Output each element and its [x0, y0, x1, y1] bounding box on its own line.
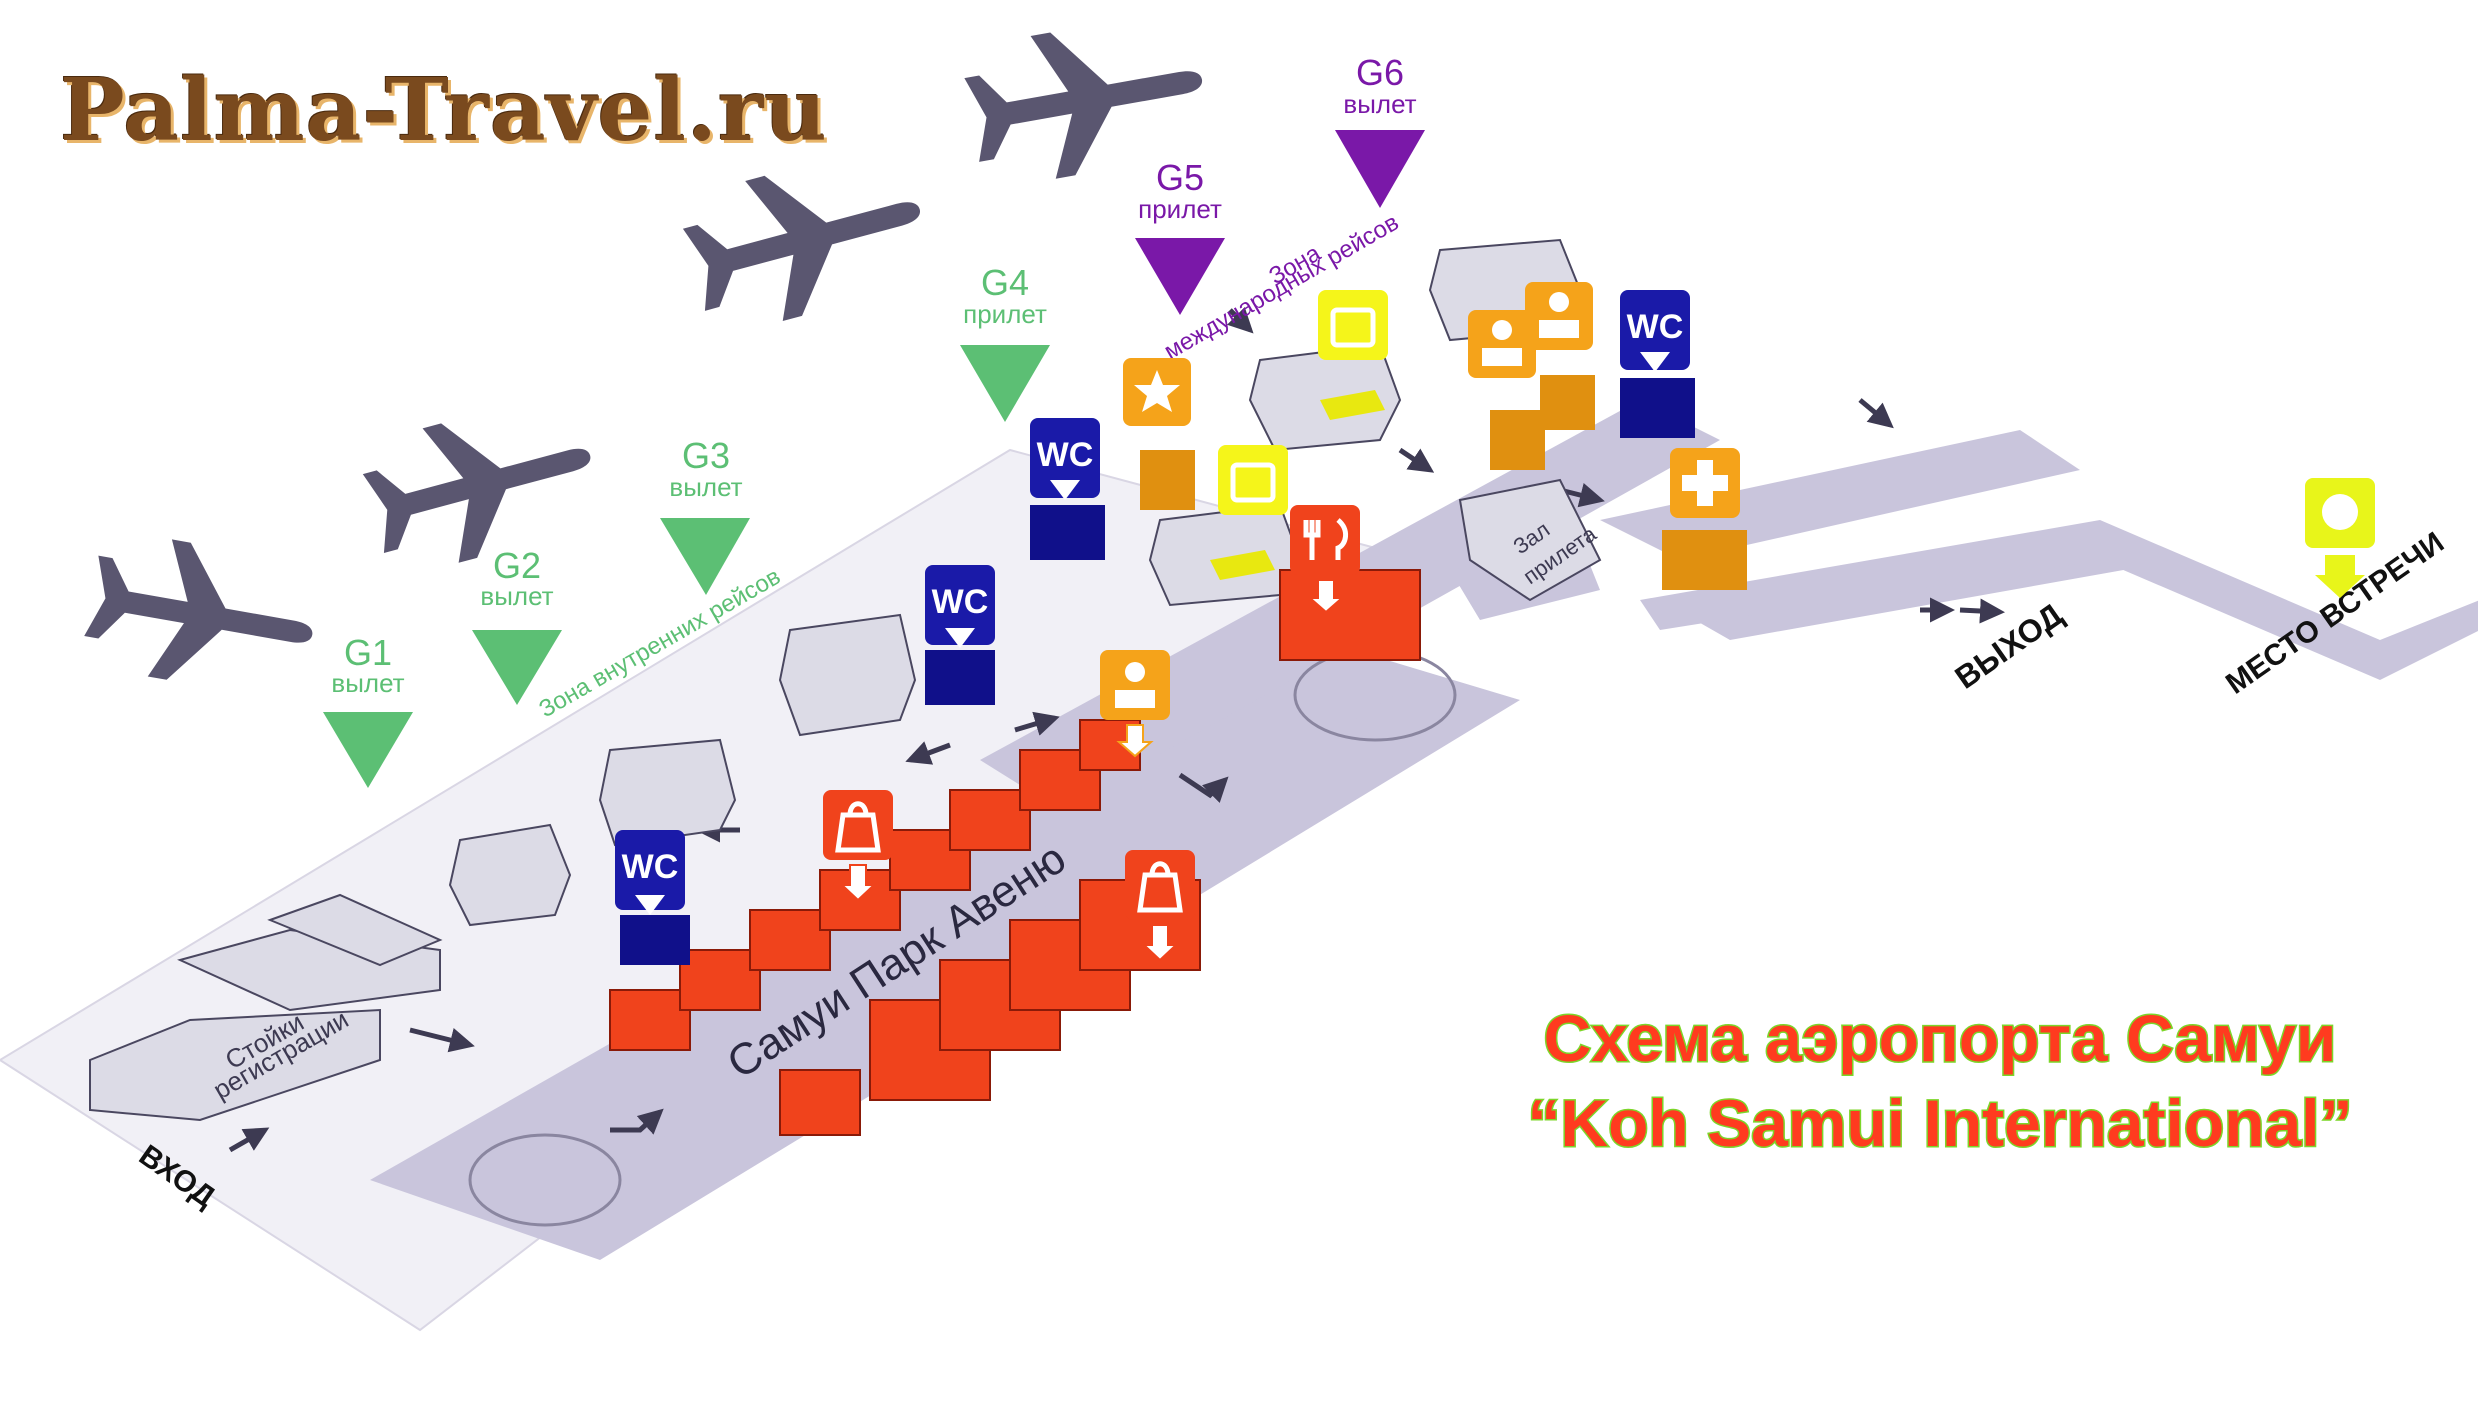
- gate-type: прилет: [963, 299, 1047, 329]
- shopping-bag-icon: [1125, 850, 1195, 962]
- gate-marker-icon: [472, 630, 562, 705]
- gate-marker-icon: [1135, 238, 1225, 315]
- site-logo: Palma-Travel.ru: [60, 60, 828, 161]
- gate-g2: G2 вылет: [472, 545, 562, 705]
- customs-officer-icon: [1525, 282, 1595, 430]
- svg-text:WC: WC: [622, 848, 679, 886]
- baggage-claim-icon: [1210, 445, 1288, 580]
- gate-code: G1: [344, 632, 392, 673]
- gate-booths: [448, 238, 1602, 927]
- gate-type: вылет: [1343, 89, 1416, 119]
- gate-code: G5: [1156, 157, 1204, 198]
- map-title: Схема аэропорта Самуи: [1542, 1000, 2338, 1077]
- map-subtitle: “Koh Samui International”: [1526, 1085, 2354, 1162]
- gate-code: G6: [1356, 52, 1404, 93]
- gate-code: G2: [493, 545, 541, 586]
- svg-text:WC: WC: [932, 583, 989, 621]
- wc-icon: WC: [1620, 290, 1695, 438]
- gate-type: вылет: [480, 581, 553, 611]
- wc-icon: WC: [1030, 418, 1105, 560]
- passport-control-icon: [1100, 650, 1170, 758]
- gate-code: G4: [981, 262, 1029, 303]
- svg-text:WC: WC: [1037, 436, 1094, 474]
- police-icon: [1123, 358, 1195, 510]
- gate-g3: G3 вылет: [660, 435, 750, 595]
- baggage-claim-icon: [1318, 290, 1388, 420]
- gate-g1: G1 вылет: [323, 632, 413, 788]
- gate-marker-icon: [960, 345, 1050, 422]
- wc-icon: WC: [615, 830, 690, 965]
- flow-arrows: [228, 307, 2005, 1153]
- plane-icon: [79, 527, 325, 704]
- gate-type: прилет: [1138, 194, 1222, 224]
- plane-icon: [355, 388, 609, 581]
- gate-g6: G6 вылет: [1335, 52, 1425, 208]
- customs-officer-icon: [1468, 310, 1545, 470]
- gate-type: вылет: [669, 472, 742, 502]
- first-aid-icon: [1662, 448, 1747, 590]
- gate-g4: G4 прилет: [960, 262, 1050, 422]
- gate-marker-icon: [660, 518, 750, 595]
- wc-icon: WC: [925, 565, 995, 705]
- gate-marker-icon: [323, 712, 413, 788]
- restaurant-icon: [1290, 505, 1360, 614]
- shopping-bag-icon: [823, 790, 893, 902]
- gate-marker-icon: [1335, 130, 1425, 208]
- svg-text:WC: WC: [1627, 308, 1684, 346]
- checkin-counters: [89, 893, 443, 1122]
- gate-g5: G5 прилет: [1135, 157, 1225, 315]
- plane-icon: [675, 139, 939, 340]
- gate-code: G3: [682, 435, 730, 476]
- gate-type: вылет: [331, 668, 404, 698]
- meeting-point-icon: [2305, 478, 2375, 598]
